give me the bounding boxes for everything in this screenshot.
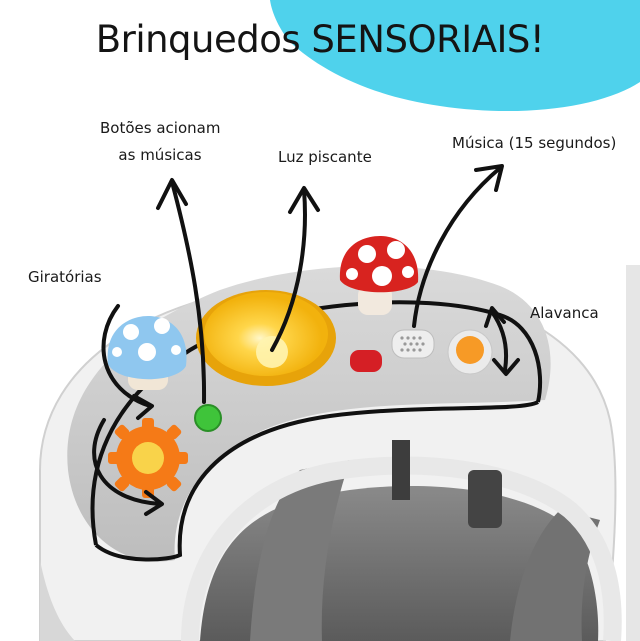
tray-rim-line-inner xyxy=(94,400,539,562)
label-giratorias-text: Giratórias xyxy=(28,268,102,286)
arrow-buttons xyxy=(170,180,207,404)
walker-ring-shadow xyxy=(40,560,75,641)
label-alavanca-text: Alavanca xyxy=(530,304,599,322)
arrow-music xyxy=(412,166,502,328)
label-musica-text: Música (15 segundos) xyxy=(452,134,617,152)
label-luz-text: Luz piscante xyxy=(278,148,372,166)
speaker-grille xyxy=(391,329,435,359)
background-panel xyxy=(626,265,640,641)
label-botoes-line2: as músicas xyxy=(118,146,202,164)
red-button xyxy=(350,350,382,372)
accent-blob xyxy=(270,0,640,112)
seat-rim xyxy=(181,456,622,641)
lever-toy xyxy=(447,329,493,375)
green-button xyxy=(194,404,222,432)
annotation-arrows xyxy=(92,164,520,516)
label-botoes-line1: Botões acionam xyxy=(100,119,221,137)
label-musica: Música (15 segundos) xyxy=(452,130,616,157)
frame-bar-2 xyxy=(468,470,502,528)
label-luz: Luz piscante xyxy=(278,144,372,171)
label-alavanca: Alavanca xyxy=(530,300,599,327)
arrow-spin-top xyxy=(101,304,152,408)
blue-mushroom-toy xyxy=(107,316,187,390)
seat-strap-right xyxy=(510,510,600,641)
red-mushroom-toy xyxy=(339,236,419,315)
frame-bar xyxy=(392,440,410,500)
arrow-spin-bottom xyxy=(92,418,162,506)
page-title: Brinquedos SENSORIAIS! xyxy=(95,18,545,61)
label-botoes: Botões acionam as músicas xyxy=(100,115,220,169)
arrow-light xyxy=(270,188,307,352)
orange-gear-toy xyxy=(108,418,188,498)
light-panel xyxy=(196,290,336,386)
label-giratorias: Giratórias xyxy=(28,264,102,291)
seat-strap xyxy=(250,460,350,641)
arrow-lever xyxy=(490,310,509,372)
